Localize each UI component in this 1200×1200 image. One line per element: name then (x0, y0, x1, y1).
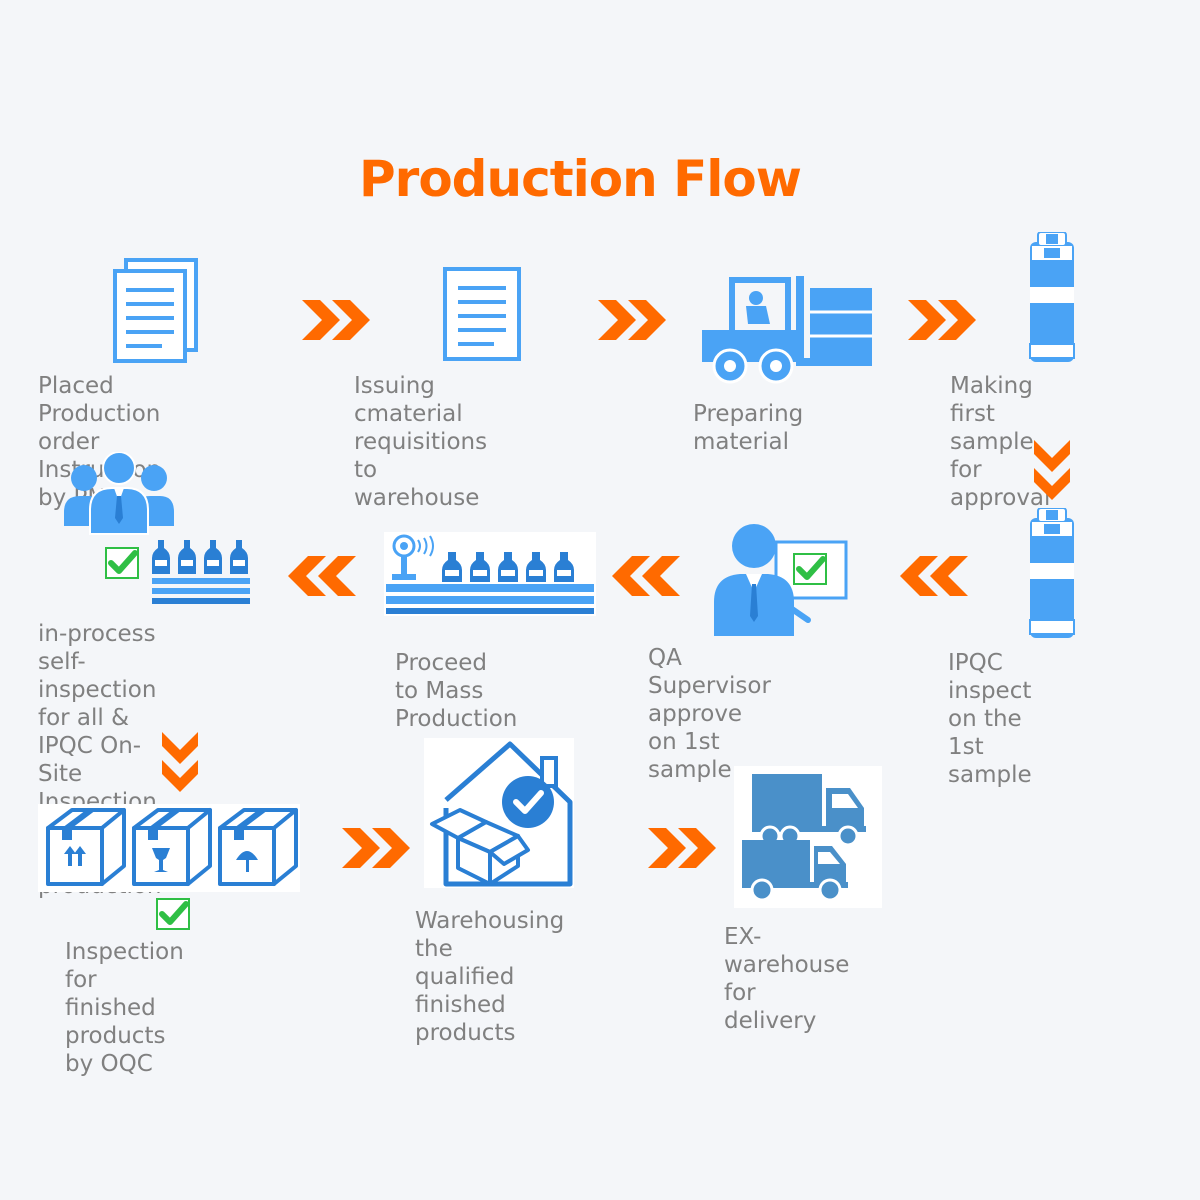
step-caption: IPQC inspect on the 1st sample (948, 650, 1032, 788)
arrow-right-icon (342, 828, 410, 868)
documents-icon (113, 258, 198, 363)
step-caption: Proceed to Mass Production (395, 650, 518, 732)
team-inspection-icon (64, 452, 250, 604)
sample-bottle-icon (1029, 232, 1075, 363)
arrow-right-icon (598, 300, 666, 340)
sample-bottle-icon (1029, 508, 1075, 639)
step-caption: EX-warehouse for delivery (724, 924, 850, 1034)
warehouse-check-icon (424, 738, 574, 888)
arrow-left-icon (612, 556, 680, 596)
arrow-right-icon (908, 300, 976, 340)
document-icon (443, 267, 521, 361)
production-line-icon (384, 532, 596, 616)
packed-boxes-icon (38, 804, 300, 892)
page-title: Production Flow (359, 150, 802, 208)
step-caption: Issuing cmaterial requisitions to wareho… (354, 373, 488, 511)
arrow-left-icon (288, 556, 356, 596)
arrow-left-icon (900, 556, 968, 596)
forklift-icon (702, 276, 872, 384)
step-caption: Making first sample for approval (950, 373, 1051, 511)
arrow-right-icon (648, 828, 716, 868)
delivery-trucks-icon (734, 766, 882, 908)
arrow-down-icon (1034, 440, 1070, 500)
step-caption: Inspection for finished products by OQC (65, 939, 184, 1077)
arrow-right-icon (302, 300, 370, 340)
check-icon (156, 898, 190, 930)
step-caption: QA Supervisor approve on 1st sample (648, 645, 771, 783)
step-caption: Preparing material (693, 401, 804, 455)
arrow-down-icon (162, 732, 198, 792)
step-caption: Warehousing the qualified finished produ… (415, 908, 565, 1046)
supervisor-approve-icon (714, 524, 848, 636)
